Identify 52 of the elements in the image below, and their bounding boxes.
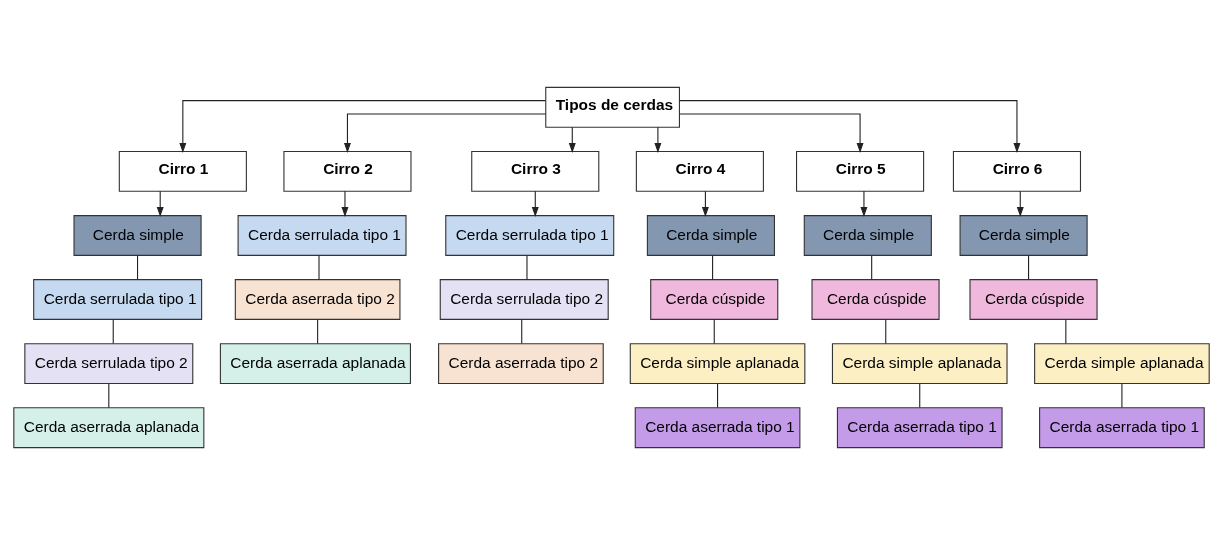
arrow <box>678 113 864 153</box>
node-box: Cerda serrulada tipo 1 <box>444 215 614 256</box>
arrow <box>678 100 1020 153</box>
arrow <box>341 190 348 217</box>
connector <box>1120 383 1122 409</box>
arrow <box>859 190 867 217</box>
connector <box>520 318 522 345</box>
node-box: Cerda serrulada tipo 1 <box>32 279 202 320</box>
node-box: Cirro 6 <box>952 150 1081 192</box>
node-box: Cerda aserrada tipo 1 <box>1038 407 1205 449</box>
node-box: Cerda simple <box>72 215 202 256</box>
node-box: Tipos de cerdas <box>544 86 680 128</box>
connector <box>870 254 872 280</box>
node-box: Cerda aserrada aplanada <box>12 407 204 449</box>
node-box: Cirro 3 <box>470 150 599 192</box>
connector <box>711 254 713 280</box>
node-box: Cerda serrulada tipo 1 <box>237 215 407 256</box>
arrow <box>178 100 546 153</box>
node-box: Cerda cúspide <box>810 279 940 320</box>
connector <box>1027 254 1029 280</box>
node-box: Cerda aserrada tipo 1 <box>634 407 800 449</box>
node-box: Cerda simple <box>646 215 775 256</box>
node-box: Cerda aserrada tipo 1 <box>836 407 1003 449</box>
node-box: Cirro 5 <box>795 150 924 192</box>
connector <box>112 318 114 345</box>
connector <box>716 383 718 409</box>
node-box: Cerda simple aplanada <box>831 343 1008 385</box>
connector <box>525 254 528 280</box>
node-box: Cerda simple <box>803 215 932 256</box>
node-box: Cerda serrulada tipo 2 <box>439 279 609 320</box>
connector <box>713 318 715 345</box>
connector <box>317 254 320 280</box>
node-box: Cerda simple aplanada <box>1033 343 1210 385</box>
node-box: Cirro 1 <box>118 150 247 192</box>
connector <box>918 383 920 409</box>
node-box: Cerda cúspide <box>649 279 778 320</box>
node-box: Cerda serrulada tipo 2 <box>23 343 193 385</box>
connector <box>884 318 886 345</box>
node-box: Cerda cúspide <box>968 279 1098 320</box>
connector <box>107 383 109 409</box>
arrow <box>343 113 546 153</box>
node-box: Cirro 2 <box>282 150 412 192</box>
node-box: Cirro 4 <box>635 150 764 192</box>
node-box: Cerda simple <box>959 215 1088 256</box>
node-box: Cerda aserrada tipo 2 <box>437 343 604 385</box>
node-box: Cerda aserrada tipo 2 <box>234 279 400 320</box>
arrow <box>653 126 661 153</box>
connector <box>136 254 138 280</box>
connector <box>1064 318 1066 345</box>
node-box: Cerda aserrada aplanada <box>219 343 411 385</box>
connector <box>316 318 318 345</box>
node-box: Cerda simple aplanada <box>629 343 805 385</box>
